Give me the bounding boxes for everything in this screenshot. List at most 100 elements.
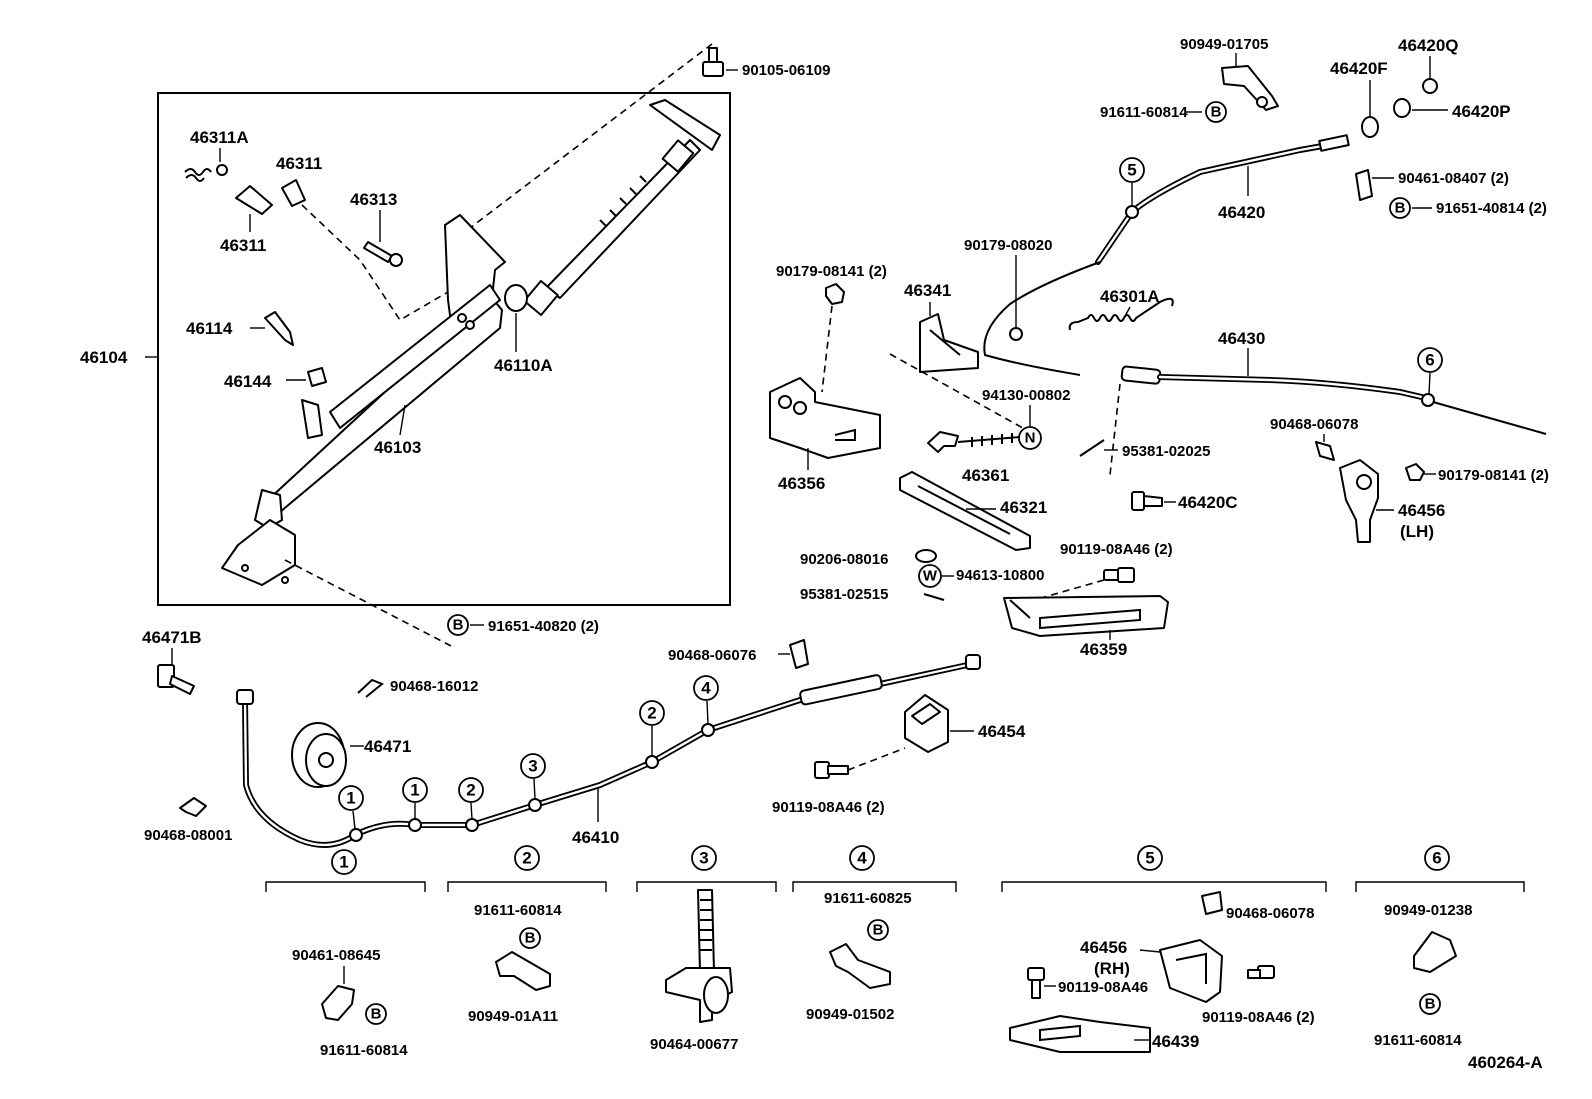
label-90468-06076: 90468-06076 (668, 647, 756, 664)
label-90949-01705: 90949-01705 (1180, 36, 1268, 53)
cable-46410-inner (243, 662, 974, 847)
g1-clip (321, 985, 355, 1021)
callout-4-head: 4 (849, 845, 875, 871)
group-3-bracket (636, 881, 777, 892)
lever-assembly-frame (157, 92, 731, 606)
part-46144 (307, 367, 327, 387)
dashed-leader-46454 (847, 747, 906, 771)
nut-90179-08141-top (825, 283, 845, 305)
g3-strap-clamp (665, 889, 733, 1023)
n-symbol-94130-00802 (1018, 426, 1042, 450)
pawl-46311-right (281, 179, 306, 207)
label-94130-00802: 94130-00802 (982, 387, 1070, 404)
leader-46103 (399, 404, 406, 436)
label-90461-08407: 90461-08407 (2) (1398, 170, 1509, 187)
g5-label-46456: 46456 (1080, 938, 1127, 957)
label-46359: 46359 (1080, 640, 1127, 659)
g6-b-symbol (1419, 993, 1441, 1015)
nut-90179-08020 (1009, 327, 1023, 341)
label-46420P: 46420P (1452, 102, 1511, 121)
svg-text:4: 4 (857, 849, 867, 868)
g5-bolt-b (1247, 965, 1275, 979)
bushing-46110A (504, 284, 528, 312)
clamp-point (1125, 205, 1139, 219)
clip-90468-08001 (179, 797, 207, 817)
part-46114 (264, 311, 294, 346)
pulley-46471 (291, 722, 347, 788)
label-94613-10800: 94613-10800 (956, 567, 1044, 584)
label-91651-40814: 91651-40814 (2) (1436, 200, 1547, 217)
clamp-point (528, 798, 542, 812)
dashed-leader-bolt (469, 43, 713, 229)
svg-text:5: 5 (1145, 849, 1154, 868)
svg-text:4: 4 (701, 679, 711, 698)
diagram-id: 460264-A (1468, 1053, 1543, 1072)
dashed-leader-90179-top (821, 305, 833, 393)
g5-label-46439: 46439 (1152, 1032, 1199, 1051)
svg-text:6: 6 (1425, 351, 1434, 370)
rod-46361 (927, 431, 1021, 453)
cable-46420-end (1318, 134, 1350, 152)
dashed-leader-91651 (284, 559, 456, 649)
part-46420P (1393, 98, 1411, 118)
g5-clip (1201, 891, 1223, 915)
callout-6a: 6 (1417, 347, 1443, 395)
clip-90468-06076 (789, 639, 809, 669)
g2-label-top: 91611-60814 (474, 902, 562, 919)
pawl-46311-left (235, 185, 273, 215)
bracket-46359 (1003, 595, 1169, 637)
label-90105-06109: 90105-06109 (742, 62, 830, 79)
label-46311-right: 46311 (276, 154, 322, 173)
lever-46341 (919, 313, 979, 373)
bracket-46454 (904, 694, 949, 753)
group-1-bracket (265, 881, 426, 892)
callout-6-head: 6 (1424, 845, 1450, 871)
g1-label-top: 90461-08645 (292, 947, 380, 964)
svg-text:2: 2 (522, 849, 531, 868)
dashed-leader-46430 (1109, 383, 1121, 476)
svg-text:1: 1 (346, 789, 355, 808)
svg-text:2: 2 (647, 704, 656, 723)
label-91651-40820: 91651-40820 (2) (488, 618, 599, 635)
g5-label-clip: 90468-06078 (1226, 905, 1314, 922)
lever-handle (523, 99, 721, 317)
callout-1b: 1 (402, 777, 428, 819)
g6-label-bot: 91611-60814 (1374, 1032, 1462, 1049)
bolt-46471B (157, 664, 195, 695)
label-90179-08020: 90179-08020 (964, 237, 1052, 254)
cable-46410-end (236, 689, 254, 705)
bracket-46456-lh (1339, 459, 1379, 543)
label-46313: 46313 (350, 190, 397, 209)
label-46311-left: 46311 (220, 236, 266, 255)
label-46301A: 46301A (1100, 287, 1160, 306)
label-46110A: 46110A (494, 356, 553, 375)
g5-label-bolt-a: 90119-08A46 (1058, 979, 1148, 996)
label-90468-06078-r: 90468-06078 (1270, 416, 1358, 433)
label-90179-08141-r: 90179-08141 (2) (1438, 467, 1549, 484)
label-90468-16012: 90468-16012 (390, 678, 478, 695)
label-90179-08141-top: 90179-08141 (2) (776, 263, 887, 280)
callout-1c: 1 (331, 849, 357, 875)
w-symbol-text: W (923, 568, 938, 585)
label-46356: 46356 (778, 474, 825, 493)
b-symbol-text: B (1211, 104, 1222, 121)
g5-bolt-a (1027, 967, 1045, 999)
pin-46313 (363, 241, 403, 267)
dashed-leader-46341 (889, 353, 1031, 433)
b-symbol-text: B (1395, 200, 1406, 217)
cable-46410-tip (965, 654, 981, 670)
cable-46430-inner (1158, 375, 1428, 400)
g1-b-symbol (365, 1003, 387, 1025)
svg-text:6: 6 (1432, 849, 1441, 868)
clamp-point (701, 723, 715, 737)
label-90206-08016: 90206-08016 (800, 551, 888, 568)
g2-clamp (495, 951, 551, 991)
label-46430: 46430 (1218, 329, 1265, 348)
b-symbol-91611-60814-top (1205, 101, 1227, 123)
callout-2b: 2 (639, 700, 665, 756)
g6-label-top: 90949-01238 (1384, 902, 1472, 919)
group-5-bracket (1001, 881, 1327, 892)
b-symbol-91651-40814 (1389, 197, 1411, 219)
part-46420Q (1422, 78, 1438, 94)
cable-46430-rod (1425, 399, 1547, 435)
